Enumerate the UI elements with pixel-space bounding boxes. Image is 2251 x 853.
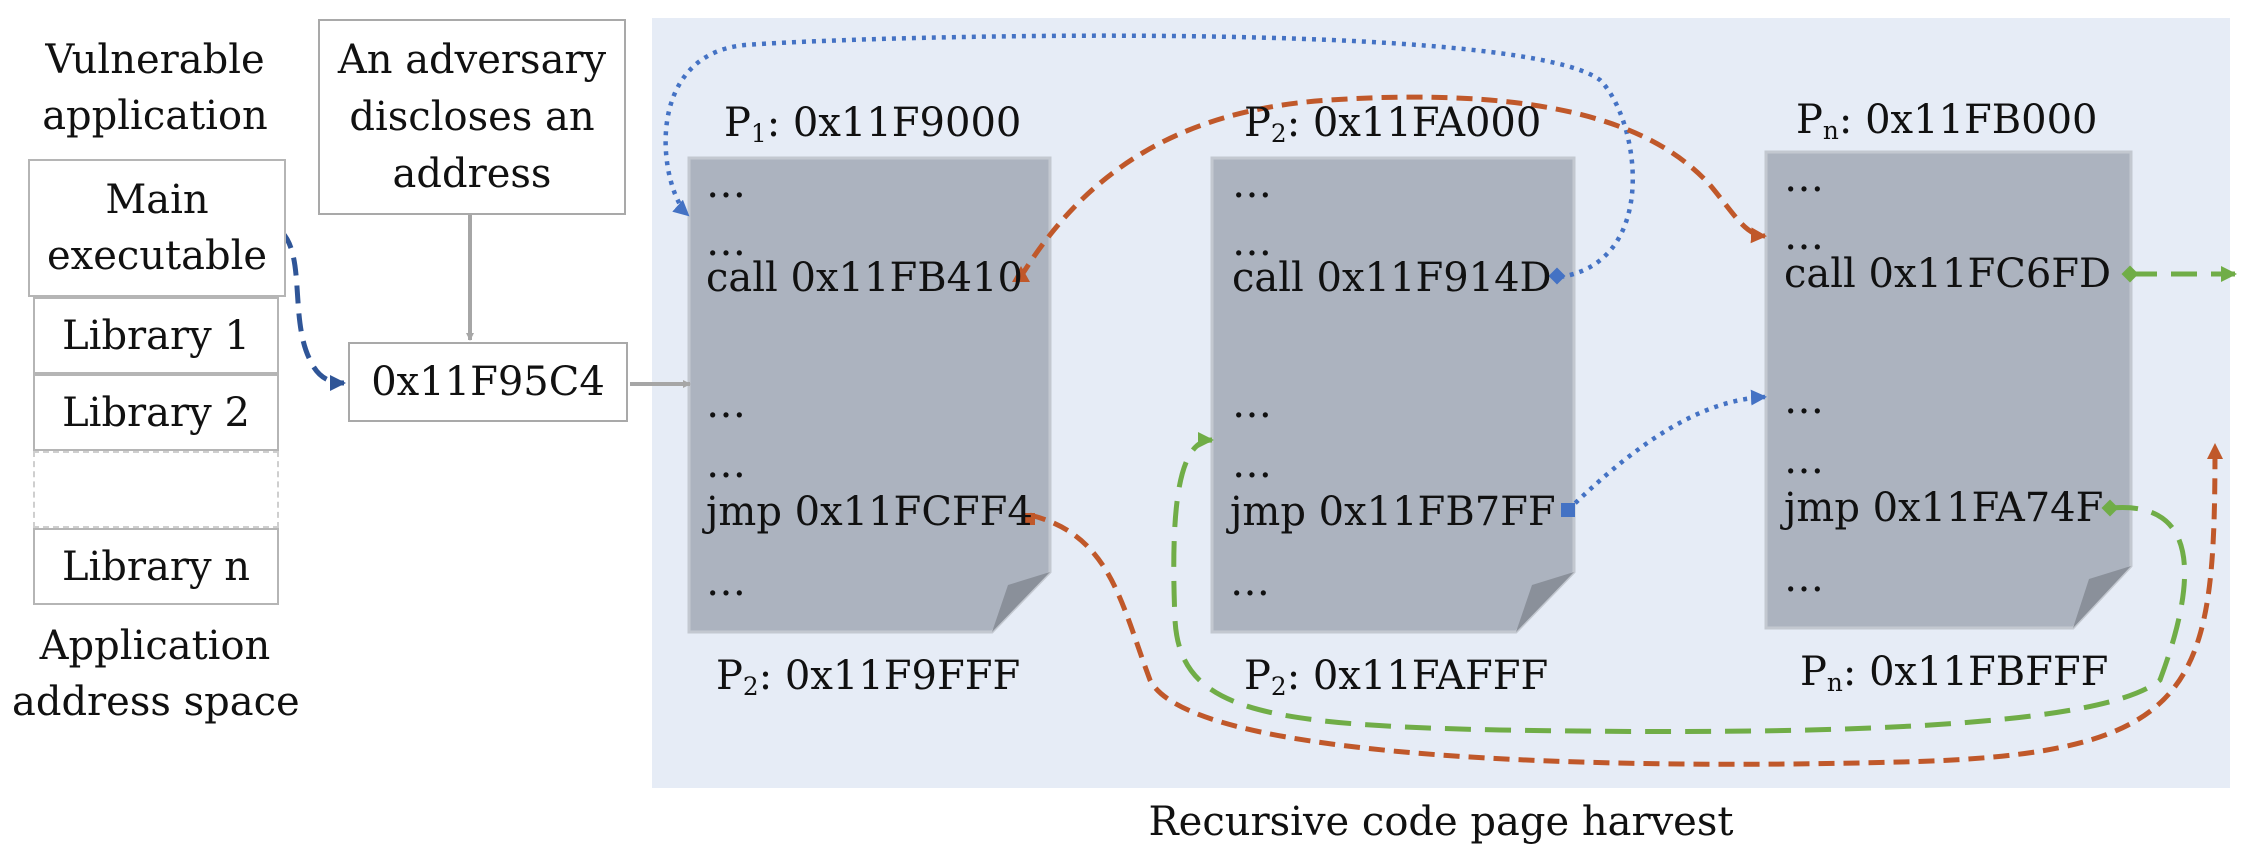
code-page-1-shape <box>687 156 1052 634</box>
address-space-label: Application address space <box>12 618 300 730</box>
p1-call-source-marker <box>1012 266 1030 282</box>
page-2-start-addr: : 0x11FA000 <box>1286 100 1542 146</box>
disclosed-address-box: 0x11F95C4 <box>348 342 628 422</box>
page-1-start-addr: : 0x11F9000 <box>766 100 1022 146</box>
page-1-start-label: P1: 0x11F9000 <box>724 100 1022 146</box>
page-2-call-instruction: call 0x11F914D <box>1232 255 1552 301</box>
page-2-line-1: … <box>1232 161 1272 207</box>
p1-call-to-p3-arrow <box>1017 94 1767 280</box>
page-3-end-prefix: P <box>1800 649 1827 695</box>
library-1-module: Library 1 <box>33 297 279 374</box>
page-3-call-instruction: call 0x11FC6FD <box>1784 251 2112 297</box>
main-executable-line2: executable <box>46 233 268 279</box>
page-3-start-sub: n <box>1822 116 1839 146</box>
page-2-line-2: … <box>1232 219 1272 265</box>
library-1-label: Library 1 <box>62 312 250 359</box>
page-2-end-prefix: P <box>1244 653 1271 699</box>
page-1-line-4: … <box>706 381 746 427</box>
page-1-end-addr: : 0x11F9FFF <box>758 653 1021 699</box>
page-1-end-prefix: P <box>716 653 743 699</box>
page-2-end-addr: : 0x11FAFFF <box>1286 653 1549 699</box>
adversary-label-line2: discloses an <box>349 93 595 140</box>
page-3-line-7: … <box>1784 555 1824 601</box>
p2-jmp-to-p3-arrow <box>1566 389 1767 512</box>
page-3-end-sub: n <box>1826 668 1843 698</box>
page-3-end-addr: : 0x11FBFFF <box>1842 649 2109 695</box>
p1-jmp-to-beyond-arrow <box>1029 443 2223 767</box>
page-3-start-addr: : 0x11FB000 <box>1838 97 2098 143</box>
page-1-call-instruction: call 0x11FB410 <box>706 255 1023 301</box>
page-3-line-5: … <box>1784 437 1824 483</box>
page-1-start-sub: 1 <box>750 119 767 149</box>
library-n-module: Library n <box>33 528 279 605</box>
main-executable-line1: Main <box>105 177 209 223</box>
address-space-label-line2: address space <box>12 679 300 725</box>
page-2-end-label: P2: 0x11FAFFF <box>1244 653 1549 699</box>
page-2-start-prefix: P <box>1244 100 1271 146</box>
page-3-start-label: Pn: 0x11FB000 <box>1796 97 2098 143</box>
code-page-3-shape <box>1764 150 2133 630</box>
p2-call-to-p1-arrow <box>663 33 1635 280</box>
p2-jmp-source-marker <box>1561 503 1575 517</box>
page-2-end-sub: 2 <box>1270 672 1287 702</box>
adversary-label-line1: An adversary <box>337 36 607 83</box>
page-1-end-label: P2: 0x11F9FFF <box>716 653 1021 699</box>
page-3-jmp-instruction: jmp 0x11FA74F <box>1784 485 2104 531</box>
vulnerable-app-label-line2: application <box>42 93 268 139</box>
code-page-2-shape <box>1210 156 1576 634</box>
library-2-label: Library 2 <box>62 389 250 436</box>
p1-jmp-source-marker <box>1023 513 1035 525</box>
page-3-end-label: Pn: 0x11FBFFF <box>1800 649 2109 695</box>
adversary-label-line3: address <box>392 150 552 197</box>
page-2-line-4: … <box>1232 381 1272 427</box>
p3-jmp-to-p2-arrow <box>1171 432 2187 735</box>
page-2-line-7: … <box>1230 559 1270 605</box>
page-3-line-1: … <box>1784 155 1824 201</box>
page-3-start-prefix: P <box>1796 97 1823 143</box>
page-2-start-label: P2: 0x11FA000 <box>1244 100 1542 146</box>
adversary-box: An adversary discloses an address <box>318 19 626 215</box>
address-space-label-line1: Application <box>39 623 271 669</box>
page-3-line-4: … <box>1784 377 1824 423</box>
library-n-label: Library n <box>61 543 251 590</box>
page-3-line-2: … <box>1784 213 1824 259</box>
library-2-module: Library 2 <box>33 374 279 451</box>
page-1-end-sub: 2 <box>742 672 759 702</box>
page-2-jmp-instruction: jmp 0x11FB7FF <box>1230 489 1556 535</box>
page-1-jmp-instruction: jmp 0x11FCFF4 <box>706 489 1033 535</box>
vulnerable-app-label-line1: Vulnerable <box>45 37 265 83</box>
vulnerable-app-label: Vulnerable application <box>20 32 290 144</box>
page-1-line-1: … <box>706 161 746 207</box>
figure-caption: Recursive code page harvest <box>1148 799 1734 845</box>
disclosed-address-value: 0x11F95C4 <box>371 359 605 405</box>
unnamed-module-gap <box>33 451 279 528</box>
page-1-line-7: … <box>706 559 746 605</box>
main-executable-module: Main executable <box>28 159 286 297</box>
page-1-start-prefix: P <box>724 100 751 146</box>
page-1-line-2: … <box>706 219 746 265</box>
page-2-line-5: … <box>1232 441 1272 487</box>
page-1-line-5: … <box>706 441 746 487</box>
page-2-start-sub: 2 <box>1270 119 1287 149</box>
